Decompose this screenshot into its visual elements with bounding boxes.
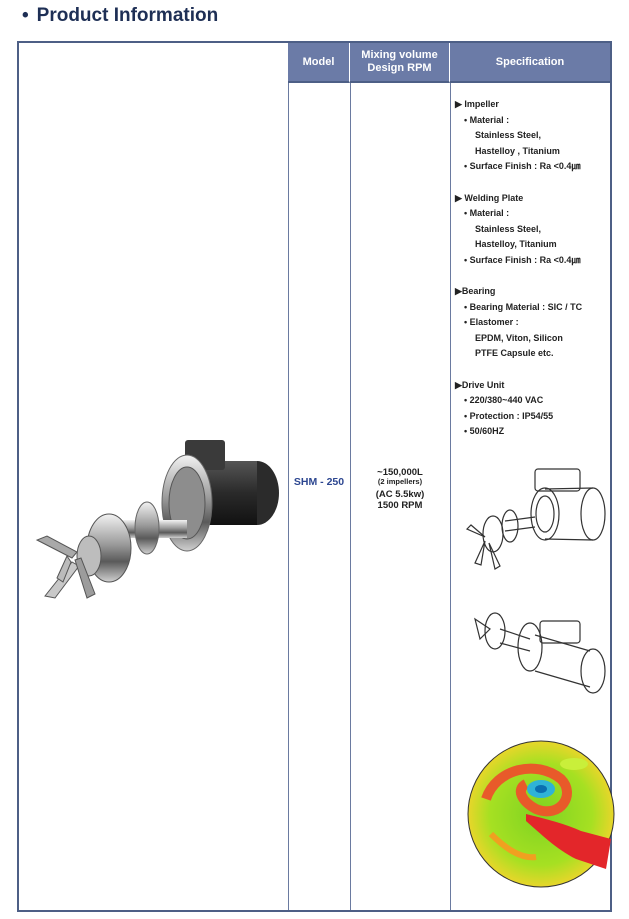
mixer-photo [35, 440, 279, 599]
impeller-material-line2: Hastelloy , Titanium [475, 145, 560, 156]
impellers-value: (2 impellers) [377, 477, 423, 486]
spec-group-welding: ▶ Welding Plate • Material : Stainless S… [455, 191, 623, 269]
drive-protection: • Protection : IP54/55 [464, 410, 554, 421]
mixing-value: ~150,000L (2 impellers) (AC 5.5kw) 1500 … [350, 467, 450, 511]
power-value: (AC 5.5kw) [375, 489, 425, 500]
bearing-material: • Bearing Material : SIC / TC [464, 301, 583, 312]
welding-material-line2: Hastelloy, Titanium [475, 239, 557, 249]
spec-group-impeller: ▶ Impeller • Material : Stainless Steel,… [455, 97, 623, 175]
model-value: SHM - 250 [293, 476, 345, 488]
bearing-title: ▶Bearing [455, 286, 496, 296]
volume-value: ~150,000L [377, 467, 423, 478]
header-specification: Specification [450, 43, 610, 83]
impeller-finish: • Surface Finish : Ra <0.4㎛ [464, 161, 581, 171]
image-column [19, 43, 289, 910]
bearing-elastomer-line1: EPDM, Viton, Silicon [475, 332, 563, 343]
mixing-column [350, 43, 451, 910]
bearing-elastomer-label: • Elastomer : [464, 317, 519, 327]
spec-list: ▶ Impeller • Material : Stainless Steel,… [455, 97, 623, 456]
spec-group-bearing: ▶Bearing • Bearing Material : SIC / TC •… [455, 284, 623, 362]
impeller-material-label: • Material : [464, 114, 510, 125]
model-column [288, 43, 351, 910]
impeller-title: ▶ Impeller [455, 99, 499, 109]
rpm-value: 1500 RPM [377, 500, 423, 511]
welding-material-line1: Stainless Steel, [475, 223, 542, 234]
welding-material-label: • Material : [464, 208, 510, 218]
welding-finish: • Surface Finish : Ra <0.4㎛ [464, 254, 581, 265]
welding-title: ▶ Welding Plate [455, 192, 524, 203]
heading-bullet: • [22, 5, 29, 26]
header-mixing-line1: Mixing volume [361, 49, 438, 61]
drive-frequency: • 50/60HZ [464, 426, 505, 436]
section-heading: • Product Information [22, 5, 218, 27]
cfd-simulation-image [467, 740, 615, 888]
mixer-line-drawing-2 [474, 612, 606, 694]
bearing-elastomer-line2: PTFE Capsule etc. [475, 348, 554, 358]
header-model: Model [288, 43, 350, 83]
heading-title: Product Information [36, 5, 219, 26]
drive-voltage: • 220/380~440 VAC [464, 395, 544, 405]
spec-group-drive: ▶Drive Unit • 220/380~440 VAC • Protecti… [455, 378, 623, 440]
mixer-line-drawing-1 [465, 468, 606, 570]
header-mixing: Mixing volume Design RPM [350, 43, 450, 83]
drive-title: ▶Drive Unit [455, 379, 505, 390]
impeller-material-line1: Stainless Steel, [475, 130, 542, 140]
header-mixing-line2: Design RPM [367, 62, 432, 74]
product-table: Model Mixing volume Design RPM Specifica… [17, 41, 615, 912]
